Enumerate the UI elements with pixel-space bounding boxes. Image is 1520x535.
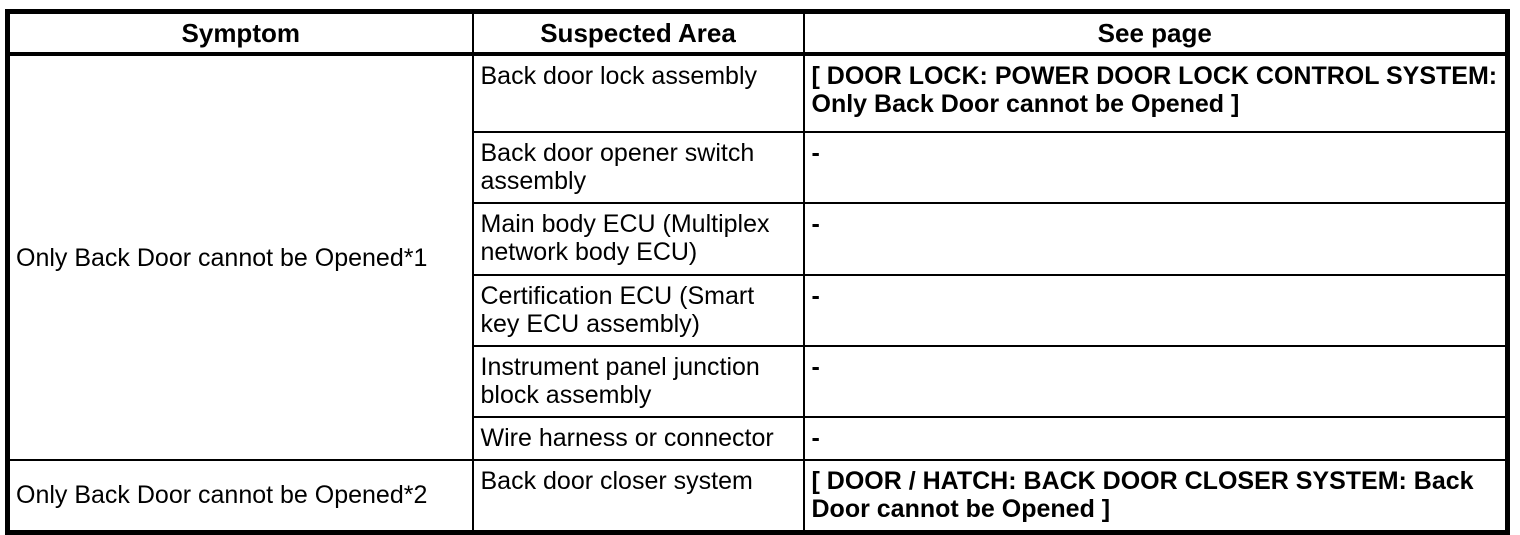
table-row: Main body ECU (Multiplex network body EC… [8,202,1509,276]
table-header-row: Symptom Suspected Area See page [6,10,1509,56]
suspected-area-cell: Back door closer system [471,459,805,533]
see-page-cell: - [802,416,1509,461]
see-page-cell: - [802,131,1509,204]
suspected-area-cell: Main body ECU (Multiplex network body EC… [471,202,805,276]
see-page-reference-link[interactable]: [ DOOR / HATCH: BACK DOOR CLOSER SYSTEM:… [802,459,1509,533]
suspected-area-cell: Certification ECU (Smart key ECU assembl… [471,274,805,347]
see-page-reference-link[interactable]: [ DOOR LOCK: POWER DOOR LOCK CONTROL SYS… [802,53,1509,133]
see-page-cell: - [802,274,1509,347]
symptom-cell-group2: Only Back Door cannot be Opened*2 [6,459,474,533]
column-header-symptom: Symptom [6,10,474,56]
column-header-see-page: See page [802,10,1509,56]
column-header-suspected-area: Suspected Area [471,10,805,56]
table-row: Only Back Door cannot be Opened*2 Back d… [6,459,1509,533]
suspected-area-cell: Back door lock assembly [471,53,805,133]
suspected-area-cell: Instrument panel junction block assembly [471,345,805,418]
table-row: Only Back Door cannot be Opened*1 Back d… [6,53,1509,461]
suspected-area-cell: Back door opener switch assembly [471,131,805,204]
see-page-cell: - [802,202,1509,276]
table-row: Instrument panel junction block assembly… [8,345,1509,418]
symptom-cell-group1: Only Back Door cannot be Opened*1 [6,53,474,461]
table-row: Certification ECU (Smart key ECU assembl… [8,274,1509,347]
symptom-table: Symptom Suspected Area See page Only Bac… [5,9,1510,535]
table-row: Wire harness or connector - [8,416,1509,461]
suspected-area-cell: Wire harness or connector [471,416,805,461]
see-page-cell: - [802,345,1509,418]
table-row: Back door opener switch assembly - [8,131,1509,204]
